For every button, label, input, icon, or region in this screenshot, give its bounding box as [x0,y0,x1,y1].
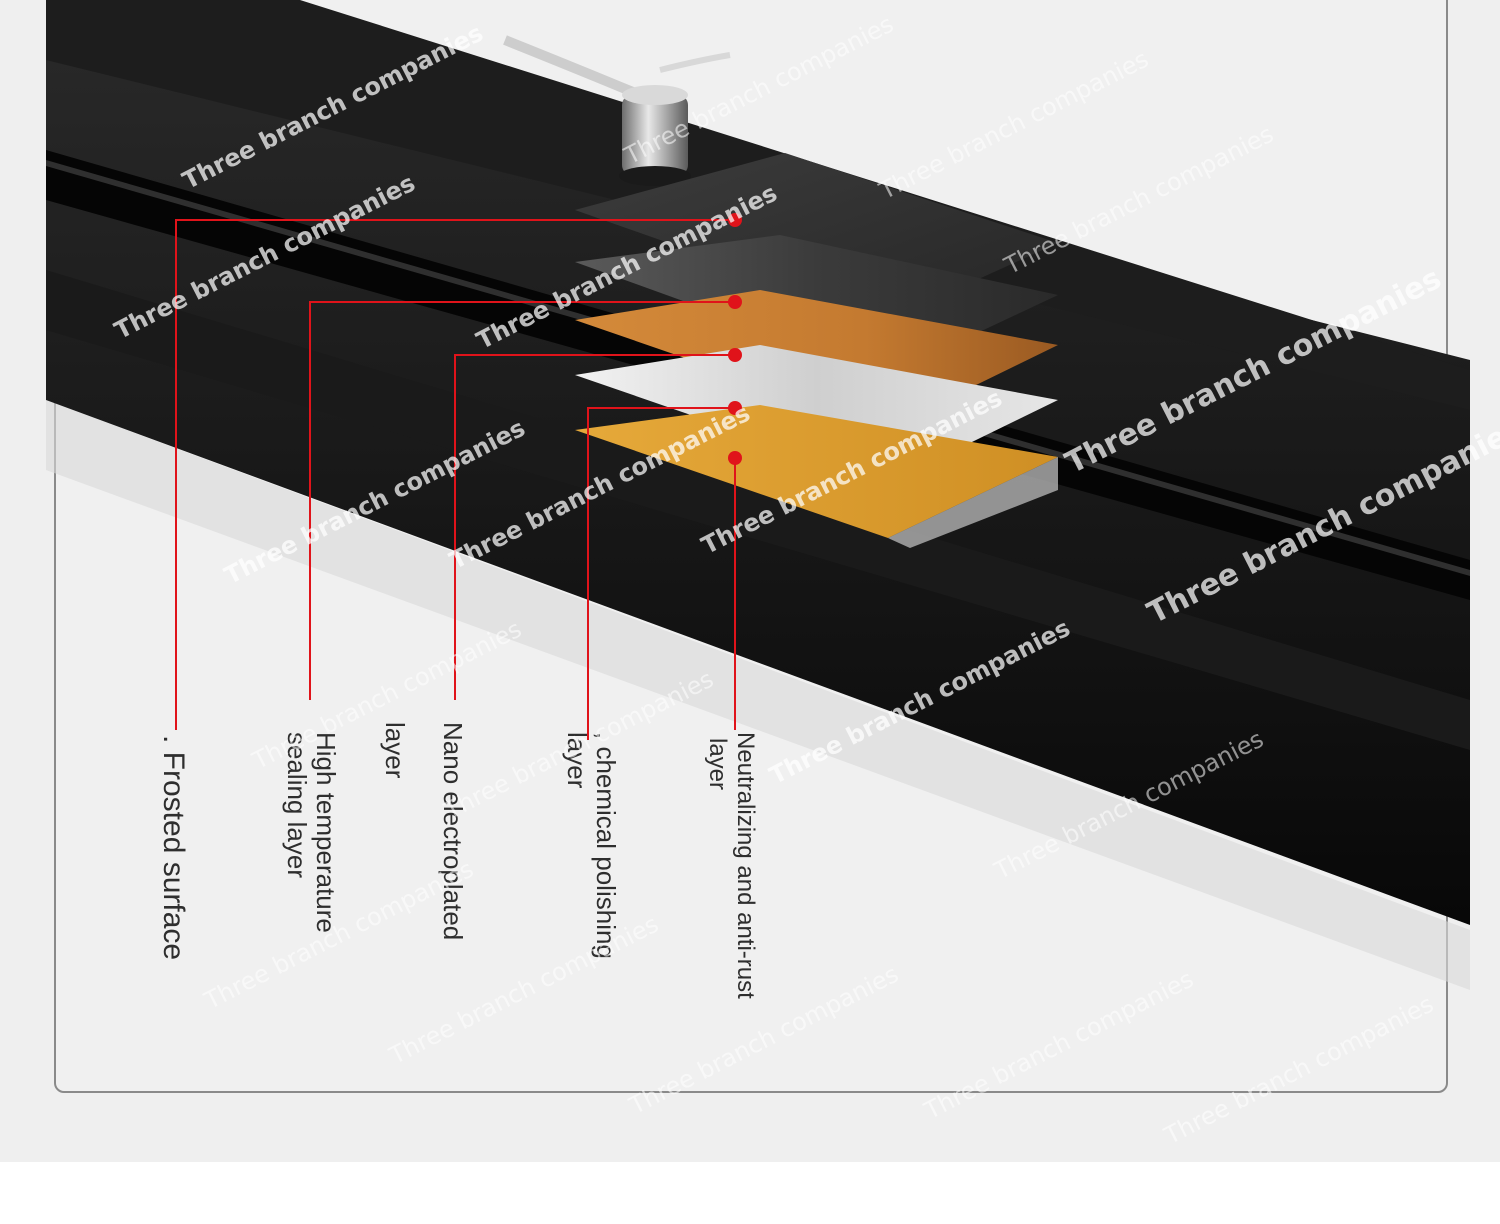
leader-lines [175,219,736,740]
bar-shadow [46,400,1470,990]
label-polishing-line1: , chemical polishing [591,732,621,959]
label-nano-line1: Nano electroplated [438,722,468,941]
label-antirust-line2: layer [704,738,731,791]
label-nano-line2: layer [380,722,410,779]
channel-lower-ridge [46,270,1470,750]
leader-dots [728,213,742,465]
label-sealing-line1: High temperature [311,732,341,933]
label-polishing-line2: layer [562,732,592,789]
diagram-canvas: . Frosted surface High temperature seali… [0,0,1500,1162]
knob-icon [503,35,731,186]
layer-plate-antirust [575,405,1058,538]
label-frosted-surface: . Frosted surface [157,735,190,961]
layer-plate-base [888,457,1058,548]
label-sealing-line2: sealing layer [282,732,312,878]
product-illustration [46,0,1470,990]
label-antirust-line1: Neutralizing and anti-rust [732,732,759,999]
